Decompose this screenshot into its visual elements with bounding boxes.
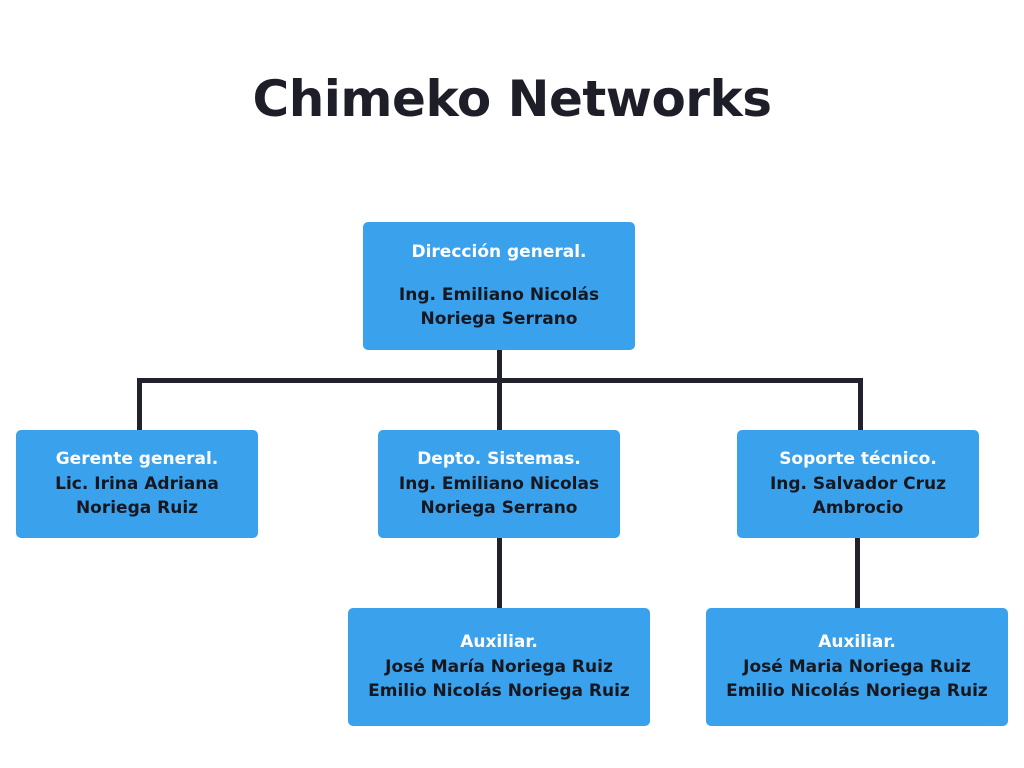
org-node-person: Emilio Nicolás Noriega Ruiz [368, 681, 630, 702]
org-node-auxiliar-sistemas[interactable]: Auxiliar. José María Noriega Ruiz Emilio… [348, 608, 650, 726]
connector-drop-soporte [858, 378, 863, 430]
org-node-role: Depto. Sistemas. [417, 449, 581, 470]
org-node-person: Ing. Emiliano Nicolas [398, 473, 600, 494]
org-node-person: José María Noriega Ruiz [385, 656, 613, 677]
connector-root-stem [497, 350, 502, 381]
connector-drop-aux-left [497, 538, 502, 608]
org-node-person: José Maria Noriega Ruiz [743, 656, 971, 677]
org-node-role: Soporte técnico. [779, 449, 937, 470]
connector-drop-gerente [137, 378, 142, 430]
org-node-auxiliar-soporte[interactable]: Auxiliar. José Maria Noriega Ruiz Emilio… [706, 608, 1008, 726]
org-node-gerente-general[interactable]: Gerente general. Lic. Irina Adriana Nori… [16, 430, 258, 538]
org-node-role: Auxiliar. [818, 632, 896, 653]
org-node-person: Ambrocio [812, 498, 904, 519]
org-node-role: Auxiliar. [460, 632, 538, 653]
org-node-role: Gerente general. [55, 449, 219, 470]
org-node-person: Noriega Serrano [420, 498, 578, 519]
org-node-person: Noriega Serrano [420, 309, 578, 330]
connector-drop-aux-right [855, 538, 860, 608]
page-title: Chimeko Networks [252, 70, 772, 128]
org-node-person: Ing. Salvador Cruz [769, 473, 947, 494]
org-node-direccion-general[interactable]: Dirección general. Ing. Emiliano Nicolás… [363, 222, 635, 350]
org-node-role: Dirección general. [411, 242, 587, 263]
org-node-depto-sistemas[interactable]: Depto. Sistemas. Ing. Emiliano Nicolas N… [378, 430, 620, 538]
org-node-person: Lic. Irina Adriana [55, 473, 219, 494]
org-node-person: Ing. Emiliano Nicolás [398, 284, 600, 305]
org-node-person: Noriega Ruiz [75, 498, 199, 519]
org-node-soporte-tecnico[interactable]: Soporte técnico. Ing. Salvador Cruz Ambr… [737, 430, 979, 538]
connector-drop-sistemas [497, 378, 502, 430]
org-node-person: Emilio Nicolás Noriega Ruiz [726, 681, 988, 702]
